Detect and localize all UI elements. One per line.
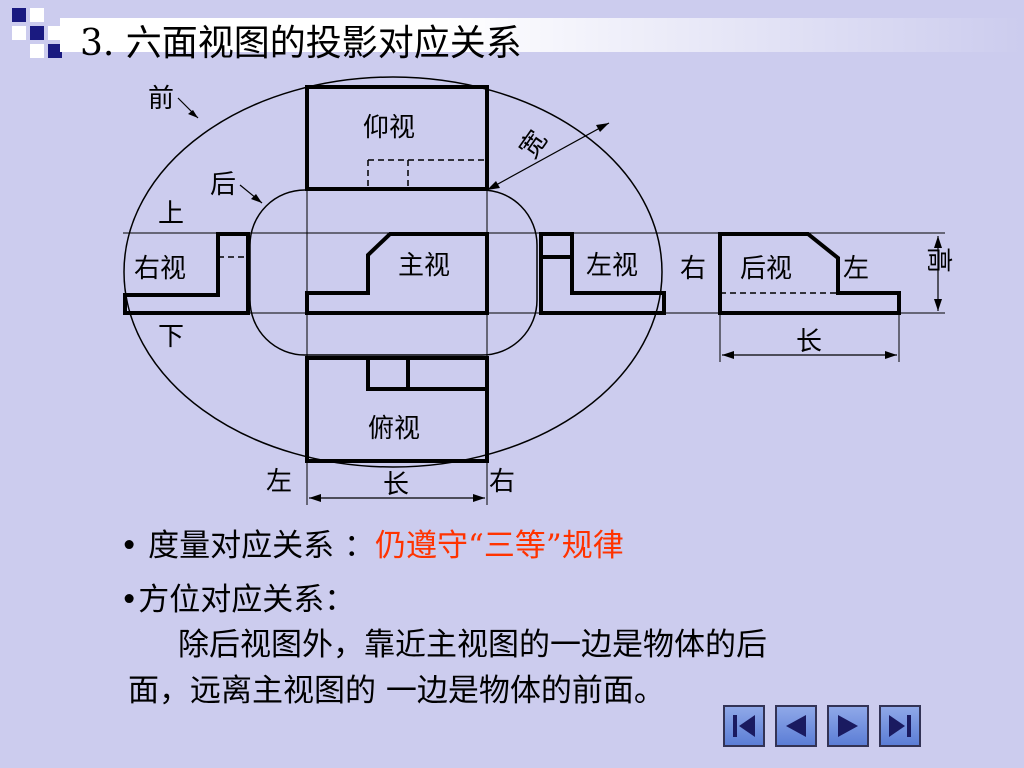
left-view <box>539 232 666 315</box>
bullet-position: •方位对应关系： <box>120 574 355 619</box>
label-xia: 下 <box>158 322 184 352</box>
label-length-bottom: 长 <box>383 470 409 500</box>
dim-length-back <box>719 313 900 362</box>
title-band <box>60 18 1024 52</box>
label-shang: 上 <box>158 199 184 229</box>
next-page-icon <box>838 715 858 737</box>
bullet-measure-text: 度量对应关系 ： <box>148 528 376 564</box>
bullet-dot-2: • <box>120 582 139 618</box>
label-back-left: 左 <box>843 254 869 284</box>
label-view-back: 后视 <box>740 254 792 284</box>
label-height: 高 <box>923 247 953 273</box>
first-page-button[interactable] <box>723 705 765 747</box>
last-page-button[interactable] <box>879 705 921 747</box>
bullet-measure-emph: 仍遵守“三等”规律 <box>375 528 624 564</box>
paragraph-line-1: 除后视图外，靠近主视图的一边是物体的后 <box>178 627 767 663</box>
bottom-view <box>305 356 489 463</box>
paragraph-line-2: 面，远离主视图的 一边是物体的前面。 <box>128 673 665 709</box>
label-length-back: 长 <box>796 327 822 357</box>
back-view <box>718 232 901 315</box>
dim-height <box>934 236 942 311</box>
label-view-bottom: 俯视 <box>368 414 420 444</box>
slide-navigation <box>723 705 921 747</box>
next-page-button[interactable] <box>827 705 869 747</box>
corner-decoration <box>0 0 70 60</box>
bullet-dot-1: • <box>120 528 139 564</box>
label-qian: 前 <box>148 84 174 114</box>
label-right-bottom: 右 <box>489 467 515 497</box>
front-view <box>305 232 489 315</box>
bullet-measure: • 度量对应关系 ：仍遵守“三等”规律 <box>120 520 624 565</box>
first-page-icon <box>733 715 755 737</box>
label-hou: 后 <box>210 170 236 200</box>
bullet-position-text: 方位对应关系： <box>138 582 356 618</box>
inner-rounded-rect <box>249 189 538 356</box>
label-back-right: 右 <box>680 254 706 284</box>
dim-length-bottom <box>306 461 488 505</box>
previous-page-button[interactable] <box>775 705 817 747</box>
label-view-right: 右视 <box>134 254 186 284</box>
last-page-icon <box>889 715 911 737</box>
label-view-left: 左视 <box>586 251 638 281</box>
outer-ellipse <box>123 76 663 468</box>
label-view-top: 仰视 <box>363 113 415 143</box>
dim-width <box>486 122 610 191</box>
label-left-bottom: 左 <box>266 467 292 497</box>
label-width: 宽 <box>514 125 553 164</box>
top-view <box>305 85 489 191</box>
page-title: 3. 六面视图的投影对应关系 <box>80 23 522 64</box>
previous-page-icon <box>786 715 806 737</box>
right-view <box>123 232 250 315</box>
label-view-front: 主视 <box>398 251 450 281</box>
